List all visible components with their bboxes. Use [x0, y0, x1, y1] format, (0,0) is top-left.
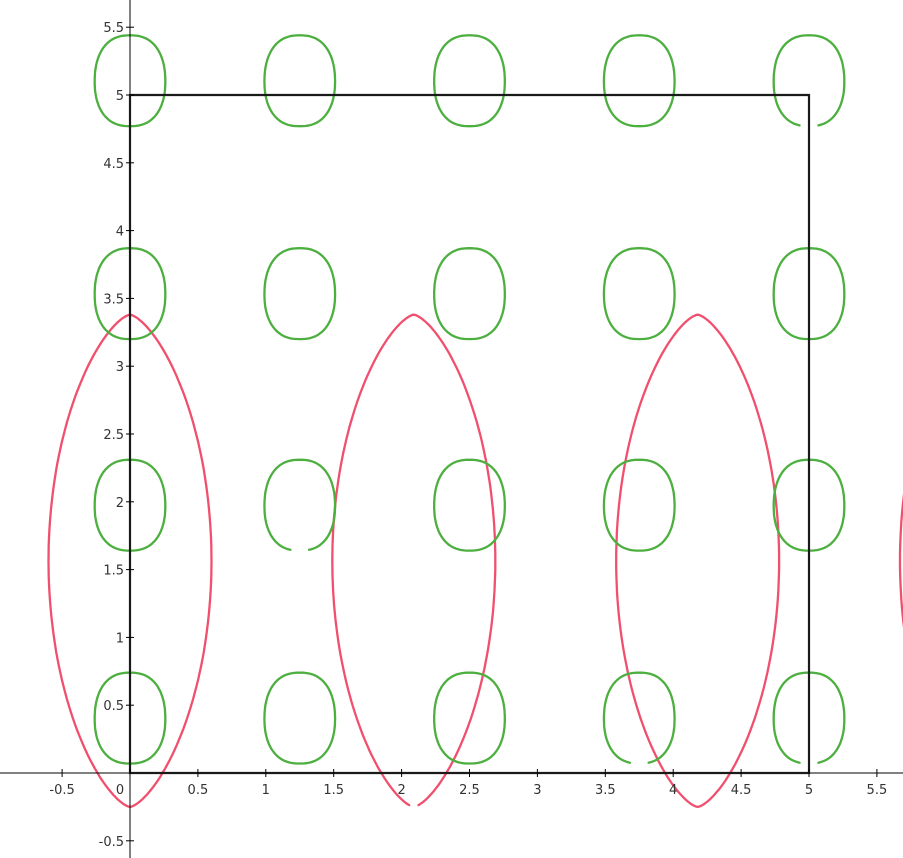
green-oval-0-15 [433, 671, 506, 765]
green-oval-0-6 [433, 247, 506, 341]
y-tick-label: 3 [116, 360, 124, 375]
green-oval-0-2 [433, 34, 506, 128]
x-tick-label: 5 [805, 783, 813, 798]
green-oval-0-1 [263, 34, 337, 128]
x-tick-label: 3.5 [595, 783, 616, 798]
y-tick-label: 5.5 [103, 21, 124, 36]
square-outline [128, 93, 811, 775]
tick-labels-layer: -1 -0.5 0 0.5 1 1.5 2 2.5 3 3.5 4 4.5 5 5.5 -0.5 0.5 1 1.… [0, 21, 887, 850]
x-tick-label: 0 [116, 783, 124, 798]
y-tick-label: 5 [116, 89, 124, 104]
y-tick-label: 2.5 [103, 428, 124, 443]
x-tick-label: -0.5 [49, 783, 74, 798]
green-oval-1-2 [602, 671, 676, 764]
green-oval-1-0 [772, 34, 846, 127]
green-oval-0-11 [602, 458, 676, 552]
green-oval-0-3 [602, 34, 676, 128]
green-oval-1-1 [263, 458, 337, 551]
green-oval-0-7 [602, 247, 676, 341]
x-tick-label: 4.5 [731, 783, 752, 798]
green-oval-0-14 [263, 671, 337, 765]
x-tick-label: 1 [262, 783, 270, 798]
green-oval-0-10 [433, 458, 506, 552]
x-tick-label: 3 [533, 783, 541, 798]
red-lens-3-0 [331, 313, 497, 807]
x-tick-label: 2 [397, 783, 405, 798]
square-layer [128, 93, 811, 775]
y-tick-label: 3.5 [103, 292, 124, 307]
x-tick-label: 2.5 [459, 783, 480, 798]
y-tick-label: 2 [116, 496, 124, 511]
x-tick-label: 1.5 [323, 783, 344, 798]
y-tick-label: 1.5 [103, 564, 124, 579]
x-tick-label: 4 [669, 783, 677, 798]
x-tick-label: 0.5 [188, 783, 209, 798]
y-tick-label: 4 [116, 225, 124, 240]
y-tick-label: 4.5 [103, 157, 124, 172]
green-oval-0-5 [263, 247, 337, 341]
x-tick-label: -1 [0, 783, 1, 798]
y-tick-label: 1 [116, 631, 124, 646]
y-tick-label: -0.5 [99, 835, 124, 850]
red-lens-2-1 [615, 313, 781, 809]
y-tick-label: 0.5 [103, 699, 124, 714]
x-tick-label: 5.5 [867, 783, 888, 798]
